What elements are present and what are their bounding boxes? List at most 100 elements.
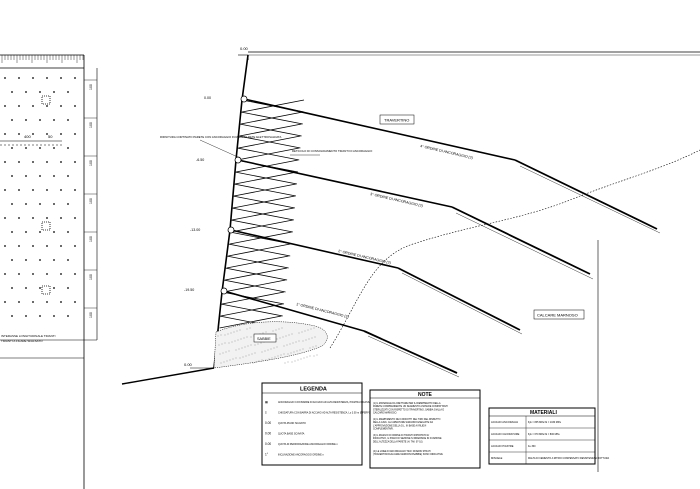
- sand-grain: [242, 356, 244, 358]
- anchor-dot: [60, 77, 62, 79]
- anchor-head: [234, 156, 242, 164]
- annotation-leaders: RIFINITURA CORTINATO PARETE CON ANCORAGG…: [160, 135, 373, 159]
- ruler-label: 100: [89, 312, 93, 318]
- note-item: (2) IL RIEMPIMENTO DEI CONDOTTI DEL TIRO…: [373, 419, 441, 421]
- top-level-label: 0.00: [240, 46, 249, 51]
- sand-grain: [226, 360, 228, 362]
- anchor-dot: [32, 133, 34, 135]
- anchor-dot: [60, 301, 62, 303]
- sand-grain: [232, 358, 234, 360]
- legend-symbol: 0.00: [265, 432, 271, 436]
- anchor-dot: [11, 175, 13, 177]
- anchor-dot: [74, 245, 76, 247]
- sand-grain: [288, 334, 290, 336]
- sand-grain: [231, 341, 233, 343]
- anchor-dot: [39, 147, 41, 149]
- anchor-dot: [74, 301, 76, 303]
- note-item: (3) IL RILIEVO DI ORDINE DI TIRANTI RIPO…: [373, 434, 430, 437]
- travertino-tag: [379, 114, 415, 125]
- anchor-dot: [18, 189, 20, 191]
- material-name: ACCIAIO ANCORAGGI: [491, 420, 518, 424]
- material-name: MISCELE: [491, 456, 503, 460]
- anchor-dot: [18, 245, 20, 247]
- material-name: ACCIAIO PIASTRE: [491, 444, 514, 448]
- anchor-dot: [53, 147, 55, 149]
- sand-grain: [306, 356, 308, 358]
- sand-grain: [277, 355, 279, 357]
- anchor-dot: [11, 315, 13, 317]
- anchor-dot: [67, 147, 69, 149]
- anchor-level: -13.00: [190, 228, 200, 232]
- sand-grain: [264, 350, 266, 352]
- sand-grain: [308, 338, 310, 340]
- anchor-dot: [53, 287, 55, 289]
- anchor-dot: [32, 217, 34, 219]
- sand-grain: [305, 339, 307, 341]
- sand-grain: [300, 358, 302, 360]
- soil-nail: [240, 111, 303, 125]
- material-name: ACCIAIO CHIODATURE: [491, 432, 520, 436]
- anchor-dot: [18, 161, 20, 163]
- sand-grain: [224, 334, 226, 336]
- sand-grain: [298, 340, 300, 342]
- retaining-wall: [213, 54, 249, 369]
- sand-grain: [228, 342, 230, 344]
- anchor-dot: [4, 217, 6, 219]
- sand-grain: [254, 344, 256, 346]
- sand-grain: [274, 356, 276, 358]
- sand-grain: [241, 347, 243, 349]
- sand-grain: [228, 350, 230, 352]
- sand-grain: [267, 349, 269, 351]
- sand-grain: [233, 331, 235, 333]
- note-item: CALCARE MARNOSO.: [373, 412, 397, 415]
- sand-grain: [223, 361, 225, 363]
- anchor-dot: [25, 91, 27, 93]
- anchor-head: [220, 287, 228, 295]
- anchor-head: [240, 95, 248, 103]
- sand-grain: [236, 330, 238, 332]
- anchor-dot: [53, 175, 55, 177]
- anchor-dot: [67, 287, 69, 289]
- anchor-dot: [25, 315, 27, 317]
- sand-grain: [251, 353, 253, 355]
- ruler-label: 100: [89, 160, 93, 166]
- anchor-dot: [53, 259, 55, 261]
- sand-grain: [249, 327, 251, 329]
- sand-grain: [220, 334, 222, 336]
- sand-grain: [275, 329, 277, 331]
- sand-grain: [235, 349, 237, 351]
- ruler-label: 100: [89, 122, 93, 128]
- anchor-dot: [74, 189, 76, 191]
- travertino-label: TRAVERTINO: [384, 118, 409, 123]
- anchor-level: -19.50: [184, 288, 194, 292]
- anchor-dot: [46, 189, 48, 191]
- soil-nail: [237, 147, 300, 161]
- soil-nail: [234, 171, 298, 185]
- note-title: NOTE: [418, 392, 433, 398]
- anchor-dot: [67, 315, 69, 317]
- sand-grain: [235, 357, 237, 359]
- anchor-dot: [53, 119, 55, 121]
- legend-title: LEGENDA: [300, 387, 327, 393]
- anchor-dot: [4, 133, 6, 135]
- anchor-dot: [4, 161, 6, 163]
- anchor-dot: [11, 259, 13, 261]
- sand-grain: [302, 348, 304, 350]
- sand-grain: [261, 359, 263, 361]
- sand-grain: [293, 351, 295, 353]
- sand-grain: [230, 332, 232, 334]
- sand-grain: [280, 354, 282, 356]
- sand-grain: [250, 336, 252, 338]
- sand-grain: [284, 362, 286, 364]
- sand-grain: [219, 353, 221, 355]
- anchor-dot: [4, 301, 6, 303]
- material-value: Fe 360: [528, 445, 536, 448]
- sand-grain: [309, 347, 311, 349]
- sand-grain: [316, 354, 318, 356]
- sand-grain: [270, 348, 272, 350]
- soil-nail: [220, 303, 283, 317]
- anchor-dot: [32, 301, 34, 303]
- anchor-dot: [18, 133, 20, 135]
- anchor-dot: [11, 119, 13, 121]
